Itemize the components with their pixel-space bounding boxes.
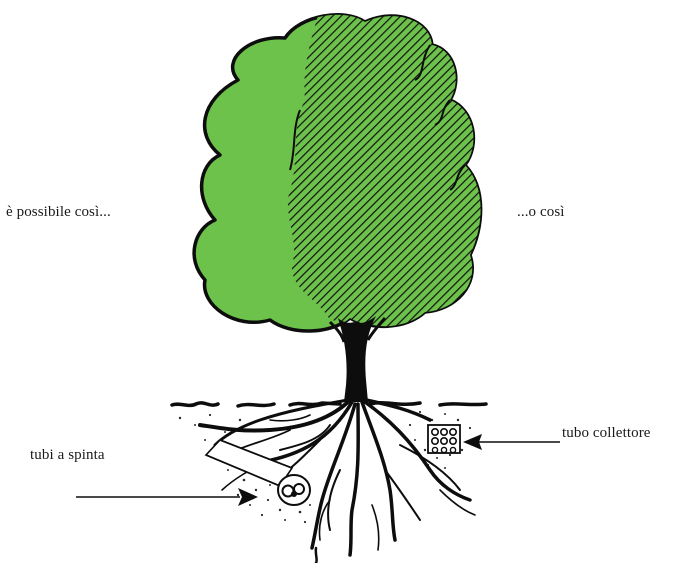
push-pipe-icon (206, 440, 310, 505)
arrow-left-icon (463, 434, 560, 450)
canopy (194, 0, 500, 340)
option-label-right: ...o così (517, 204, 565, 221)
option-label-left: è possibile così... (6, 204, 111, 221)
collector-pipe-icon (428, 425, 460, 453)
collector-pipe-label: tubo collettore (562, 425, 651, 442)
trunk (330, 316, 385, 402)
push-pipes-label: tubi a spinta (30, 447, 105, 464)
arrow-right-icon (76, 488, 258, 506)
